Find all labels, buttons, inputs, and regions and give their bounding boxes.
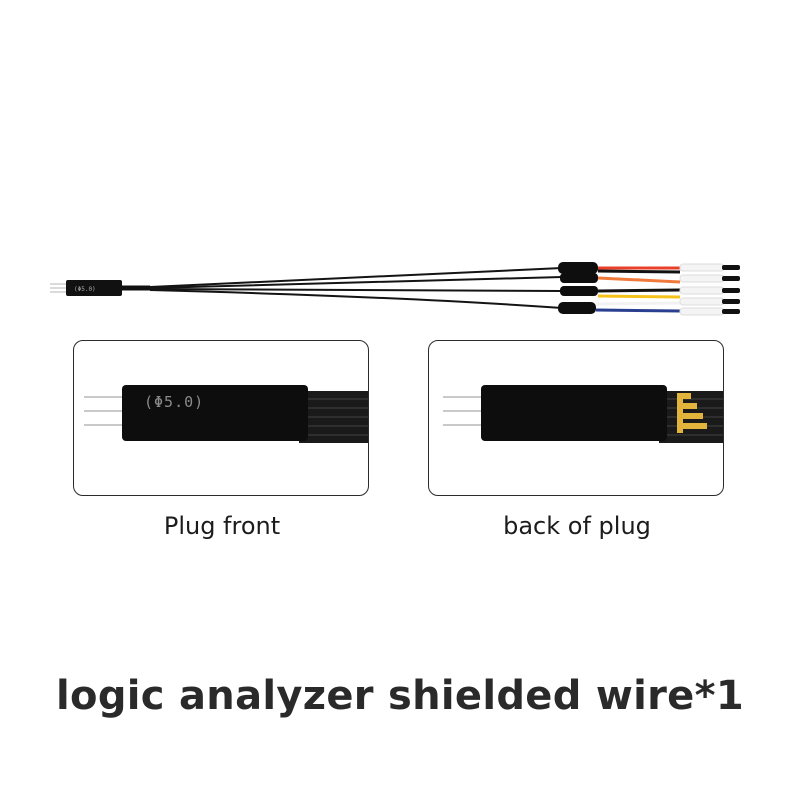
black-leads — [149, 267, 563, 309]
colored-conductors — [595, 266, 681, 313]
plug-marking-small: (Φ5.0) — [74, 286, 96, 293]
plug-pins — [50, 283, 66, 293]
heat-shrink-sleeves — [558, 262, 598, 314]
front-pins — [84, 396, 122, 426]
cable-illustration: (Φ5.0) — [50, 262, 740, 316]
plug-marking: (Φ5.0) — [144, 393, 204, 411]
product-photo: (Φ5.0) — [0, 0, 800, 340]
probe-tips — [679, 263, 740, 316]
plug-front-image: (Φ5.0) — [84, 385, 368, 443]
plug-front-caption: Plug front — [163, 512, 281, 540]
back-pins — [443, 396, 481, 426]
plug-back-caption: back of plug — [503, 512, 651, 540]
plug-housing-back — [481, 385, 667, 441]
plug-front-panel: (Φ5.0) — [73, 340, 369, 496]
product-title: logic analyzer shielded wire*1 — [56, 673, 744, 719]
plug-body — [66, 280, 122, 296]
plug-housing — [122, 385, 308, 441]
plug-back-panel — [428, 340, 724, 496]
plug-back-image — [443, 385, 723, 443]
gold-contacts — [677, 393, 707, 433]
braid-texture — [299, 398, 368, 436]
